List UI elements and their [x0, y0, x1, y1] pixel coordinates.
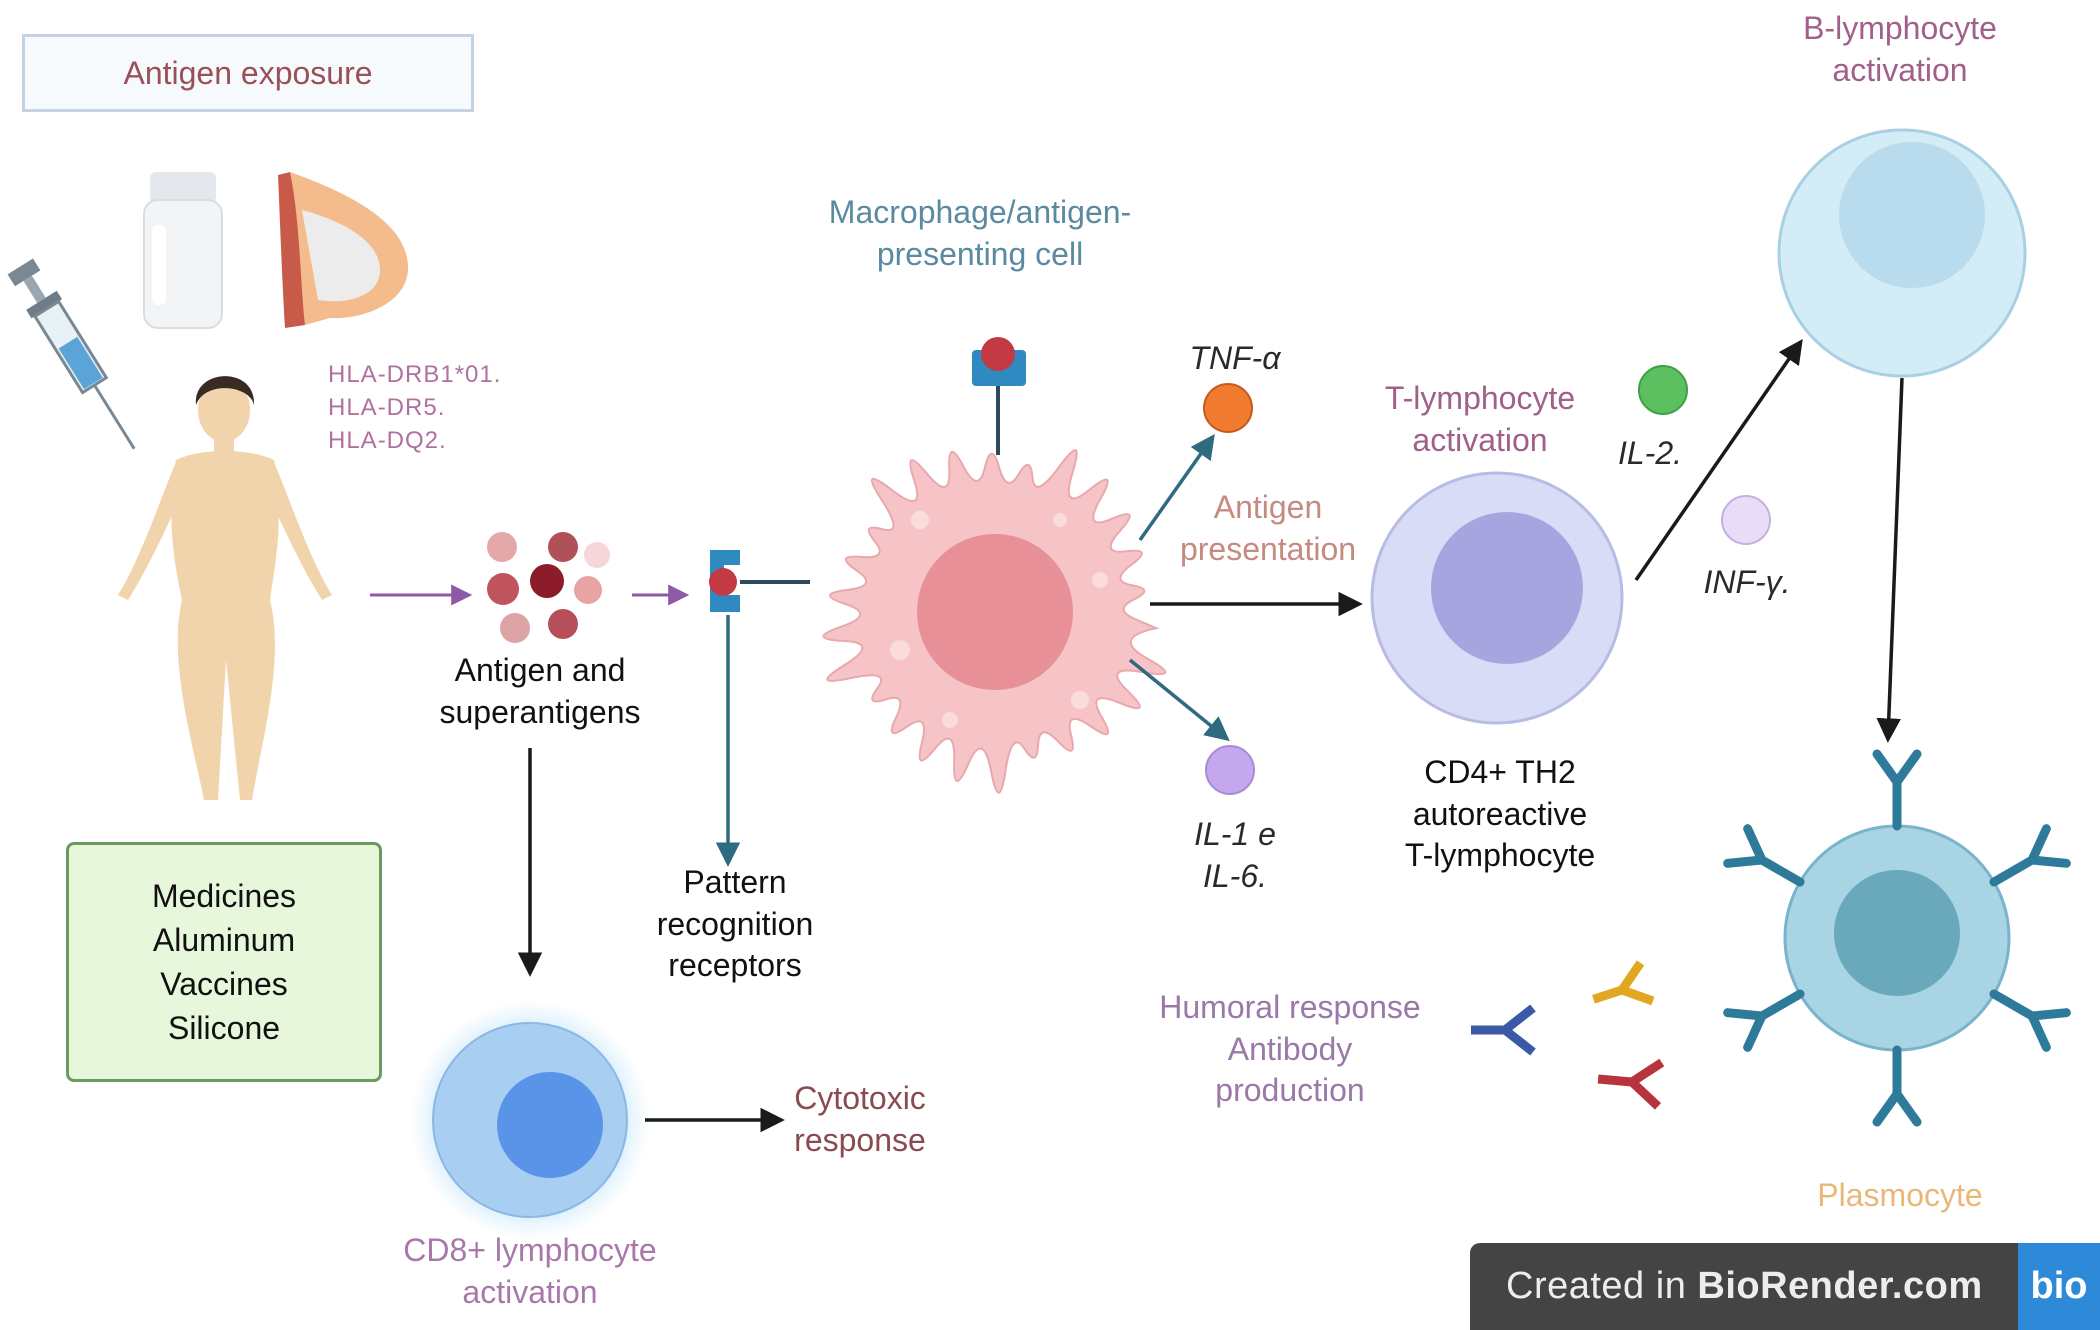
biorender-badge-text: Created in BioRender.com	[1506, 1265, 1983, 1307]
plasmocyte-antibody-6	[1723, 824, 1805, 887]
mhc-receptor-icon	[972, 337, 1026, 455]
arrow-to-plasmocyte	[1876, 377, 1904, 743]
antigen-cluster-icon	[487, 532, 610, 643]
hla-line-1: HLA-DRB1*01.	[328, 361, 502, 388]
biorender-badge[interactable]: Created in BioRender.com bio	[1470, 1243, 2100, 1330]
agent-silicone: Silicone	[167, 1010, 281, 1046]
agent-vaccines: Vaccines	[160, 966, 288, 1002]
plasmocyte-antibody-3	[1989, 989, 2071, 1052]
patient-figure-icon	[118, 376, 332, 800]
antibody-gold-icon	[1592, 960, 1655, 1006]
pill-bottle-icon	[143, 172, 223, 329]
cd4-label: CD4+ TH2 autoreactive T-lymphocyte	[1404, 754, 1596, 874]
plasmocyte-label: Plasmocyte	[1817, 1177, 1983, 1213]
b-lymphocyte-cell	[1777, 128, 2027, 378]
macrophage-label: Macrophage/antigen- presenting cell	[828, 194, 1132, 272]
macrophage-cell	[822, 449, 1167, 794]
il1-label: IL-1 e IL-6.	[1194, 816, 1276, 894]
hla-alleles: HLA-DRB1*01. HLA-DR5. HLA-DQ2.	[328, 358, 501, 457]
plasmocyte-antibody-2	[1989, 824, 2071, 887]
inf-cytokine-icon	[1721, 495, 1771, 545]
arrow-to-il1	[1128, 658, 1230, 742]
syringe-icon	[7, 258, 136, 450]
arrow-to-b-cell	[1634, 338, 1803, 581]
plasmocyte-antibody-4	[1872, 1045, 1922, 1127]
hla-line-2: HLA-DR5.	[328, 394, 446, 421]
hla-line-3: HLA-DQ2.	[328, 427, 447, 454]
cd8-lymphocyte-cell	[410, 1000, 650, 1240]
arrow-to-tnf	[1138, 433, 1215, 542]
plasmocyte-antibody-5	[1723, 989, 1805, 1052]
agent-aluminum: Aluminum	[152, 922, 296, 958]
b-activation-label: B-lymphocyte activation	[1803, 10, 1997, 88]
tnf-cytokine-icon	[1203, 383, 1253, 433]
cytotoxic-label: Cytotoxic response	[794, 1080, 926, 1158]
prr-label: Pattern recognition receptors	[656, 864, 814, 984]
tnf-label: TNF-α	[1189, 340, 1281, 376]
il1-cytokine-icon	[1205, 745, 1255, 795]
breast-implant-icon	[278, 172, 409, 328]
biorender-logo: bio	[2018, 1243, 2100, 1330]
plasmocyte-cell	[1783, 824, 2011, 1052]
humoral-label: Humoral response Antibody production	[1159, 989, 1421, 1109]
inf-label: INF-γ.	[1703, 564, 1791, 600]
antibody-red-icon	[1597, 1058, 1665, 1110]
antibody-blue-icon	[1471, 1004, 1536, 1056]
plasmocyte-antibody-1	[1872, 749, 1922, 831]
antigen-presentation-label: Antigen presentation	[1179, 489, 1357, 567]
agent-medicines: Medicines	[151, 878, 297, 914]
plasmocyte-antibodies	[1723, 749, 2071, 1127]
antigen-label: Antigen and superantigens	[439, 652, 641, 730]
antigen-exposure-box: Antigen exposure	[22, 34, 474, 112]
exposure-agents-box: Medicines Aluminum Vaccines Silicone	[66, 842, 382, 1082]
t-activation-label: T-lymphocyte activation	[1384, 380, 1576, 458]
antigen-exposure-label: Antigen exposure	[123, 54, 373, 91]
il2-cytokine-icon	[1638, 365, 1688, 415]
t-lymphocyte-cell	[1370, 471, 1624, 725]
pattern-receptor-icon	[709, 550, 810, 612]
il2-label: IL-2.	[1617, 435, 1683, 471]
cd8-label: CD8+ lymphocyte activation	[403, 1232, 657, 1310]
